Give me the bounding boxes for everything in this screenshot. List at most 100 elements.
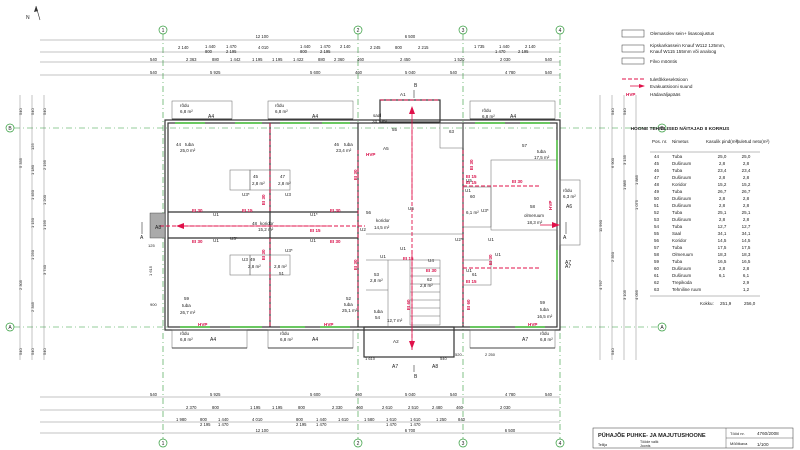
svg-text:4 767: 4 767 xyxy=(598,279,603,290)
room-47: 47 2,8 m² xyxy=(278,174,291,186)
table-cell: 58 xyxy=(654,252,660,257)
room-a7-bottom: A7 xyxy=(522,337,528,343)
svg-text:46: 46 xyxy=(334,142,340,147)
door-label: U3 xyxy=(242,257,248,262)
svg-text:25,0 m²: 25,0 m² xyxy=(180,148,196,153)
svg-text:1 470: 1 470 xyxy=(226,44,237,49)
table-cell: Tuba xyxy=(672,224,683,229)
room-57: 57 tuba 17,5 m² xyxy=(522,143,550,160)
svg-text:2 363: 2 363 xyxy=(186,57,197,62)
svg-text:2 610: 2 610 xyxy=(382,405,393,410)
svg-text:1 440: 1 440 xyxy=(499,44,510,49)
hvp-label: HVP xyxy=(324,322,333,327)
table-cell: 25,0 xyxy=(718,154,727,159)
svg-text:540: 540 xyxy=(610,348,615,355)
svg-text:olmeruum: olmeruum xyxy=(524,213,544,218)
north-label: N xyxy=(26,15,30,21)
svg-text:2 250: 2 250 xyxy=(485,352,496,357)
svg-text:5 600: 5 600 xyxy=(310,70,321,75)
svg-text:1 980: 1 980 xyxy=(176,417,187,422)
table-cell: 49 xyxy=(654,189,660,194)
svg-text:1 470: 1 470 xyxy=(495,49,506,54)
table-cell: 25,1 xyxy=(742,210,751,215)
table-cell: 60 xyxy=(654,266,660,271)
svg-text:58: 58 xyxy=(530,204,536,209)
table-cell: 15,2 xyxy=(718,182,727,187)
svg-text:1 450: 1 450 xyxy=(30,189,35,200)
svg-text:540: 540 xyxy=(30,348,35,355)
svg-text:59: 59 xyxy=(184,296,190,301)
grid-row-label-b-right: B xyxy=(657,123,667,133)
svg-text:1 885: 1 885 xyxy=(622,179,627,190)
svg-text:1 195: 1 195 xyxy=(250,405,261,410)
door-label: U5 xyxy=(466,178,472,183)
table-cell: 6,1 xyxy=(743,273,750,278)
svg-text:1 440: 1 440 xyxy=(300,44,311,49)
door-label: U3 xyxy=(285,192,291,197)
room-45: 45 2,8 m² xyxy=(252,174,265,186)
grid-lines xyxy=(14,34,662,440)
title-workno-label: Tööd nr. xyxy=(730,431,745,436)
window-markers xyxy=(175,122,558,328)
svg-text:800: 800 xyxy=(205,49,213,54)
table-cell: Tehniline ruum xyxy=(672,287,702,292)
svg-text:48: 48 xyxy=(252,221,258,226)
svg-text:saal: saal xyxy=(373,113,381,118)
svg-text:tuba: tuba xyxy=(374,309,383,314)
svg-text:1 610: 1 610 xyxy=(386,417,397,422)
svg-text:4: 4 xyxy=(559,28,562,34)
svg-text:A2: A2 xyxy=(393,339,399,344)
table-cell: 2,8 xyxy=(743,203,750,208)
ei-label: EI 30 xyxy=(192,208,203,213)
svg-text:540: 540 xyxy=(42,108,47,115)
svg-text:A: A xyxy=(8,325,12,331)
svg-text:49: 49 xyxy=(250,257,256,262)
svg-text:1 075: 1 075 xyxy=(634,199,639,210)
svg-text:1 580: 1 580 xyxy=(364,417,375,422)
table-cell: 16,5 xyxy=(742,259,751,264)
svg-text:1 615: 1 615 xyxy=(148,265,153,276)
table-cell: 26,7 xyxy=(742,189,751,194)
table-cell: 59 xyxy=(654,259,660,264)
table-cell: 57 xyxy=(654,245,660,250)
door-label: U1* xyxy=(310,212,318,217)
room-56-koridor: koridor 14,5 m² 56 xyxy=(366,210,390,230)
room-a7-br: A7 xyxy=(565,264,571,270)
ei-label: EI 30 xyxy=(426,268,437,273)
table-cell: 16,5 xyxy=(718,259,727,264)
evacuation-arrows xyxy=(176,106,560,349)
svg-text:1 200: 1 200 xyxy=(42,194,47,205)
svg-text:14,5 m²: 14,5 m² xyxy=(374,225,390,230)
svg-text:1 195: 1 195 xyxy=(42,219,47,230)
door-label: U2* xyxy=(455,237,463,242)
ei-label: EI 60 xyxy=(406,299,411,310)
table-header-pos: Pos. nr. xyxy=(652,139,667,144)
svg-text:540: 540 xyxy=(450,392,458,397)
svg-text:tuba: tuba xyxy=(537,149,546,154)
title-workno: 4760/2008 xyxy=(757,431,779,436)
svg-text:1 470: 1 470 xyxy=(316,422,327,427)
legend-swatch-filvo xyxy=(621,57,645,65)
table-cell: Duširuum xyxy=(672,217,692,222)
table-cell: Tuba xyxy=(672,154,683,159)
room-a4-tr: A4 xyxy=(510,114,516,120)
table-cell: 44 xyxy=(654,154,660,159)
room-62: 62 2,8 m² xyxy=(420,277,433,288)
room-63: 63 xyxy=(449,129,455,134)
room-59-right: 59 tuba 16,5 m² xyxy=(537,300,553,319)
table-cell: 61 xyxy=(654,273,660,278)
table-cell: 56 xyxy=(654,238,660,243)
table-total-label: Kokku: xyxy=(700,301,714,306)
svg-text:tuba: tuba xyxy=(344,302,353,307)
hvp-label: HVP xyxy=(366,152,375,157)
hvp-label: HVP xyxy=(528,322,537,327)
svg-text:23,4 m²: 23,4 m² xyxy=(336,148,352,153)
svg-text:1 470: 1 470 xyxy=(218,422,229,427)
legend-swatch-existing-wall xyxy=(621,29,645,38)
legend-swatch-plaster-wall xyxy=(621,44,645,53)
legend-item-evacuation: Evakuatsiooni suund xyxy=(650,84,693,89)
table-header-name: Nimetus xyxy=(672,139,689,144)
svg-text:540: 540 xyxy=(545,70,553,75)
room-a8-l: A8 xyxy=(155,225,161,231)
svg-text:tuba: tuba xyxy=(540,307,549,312)
